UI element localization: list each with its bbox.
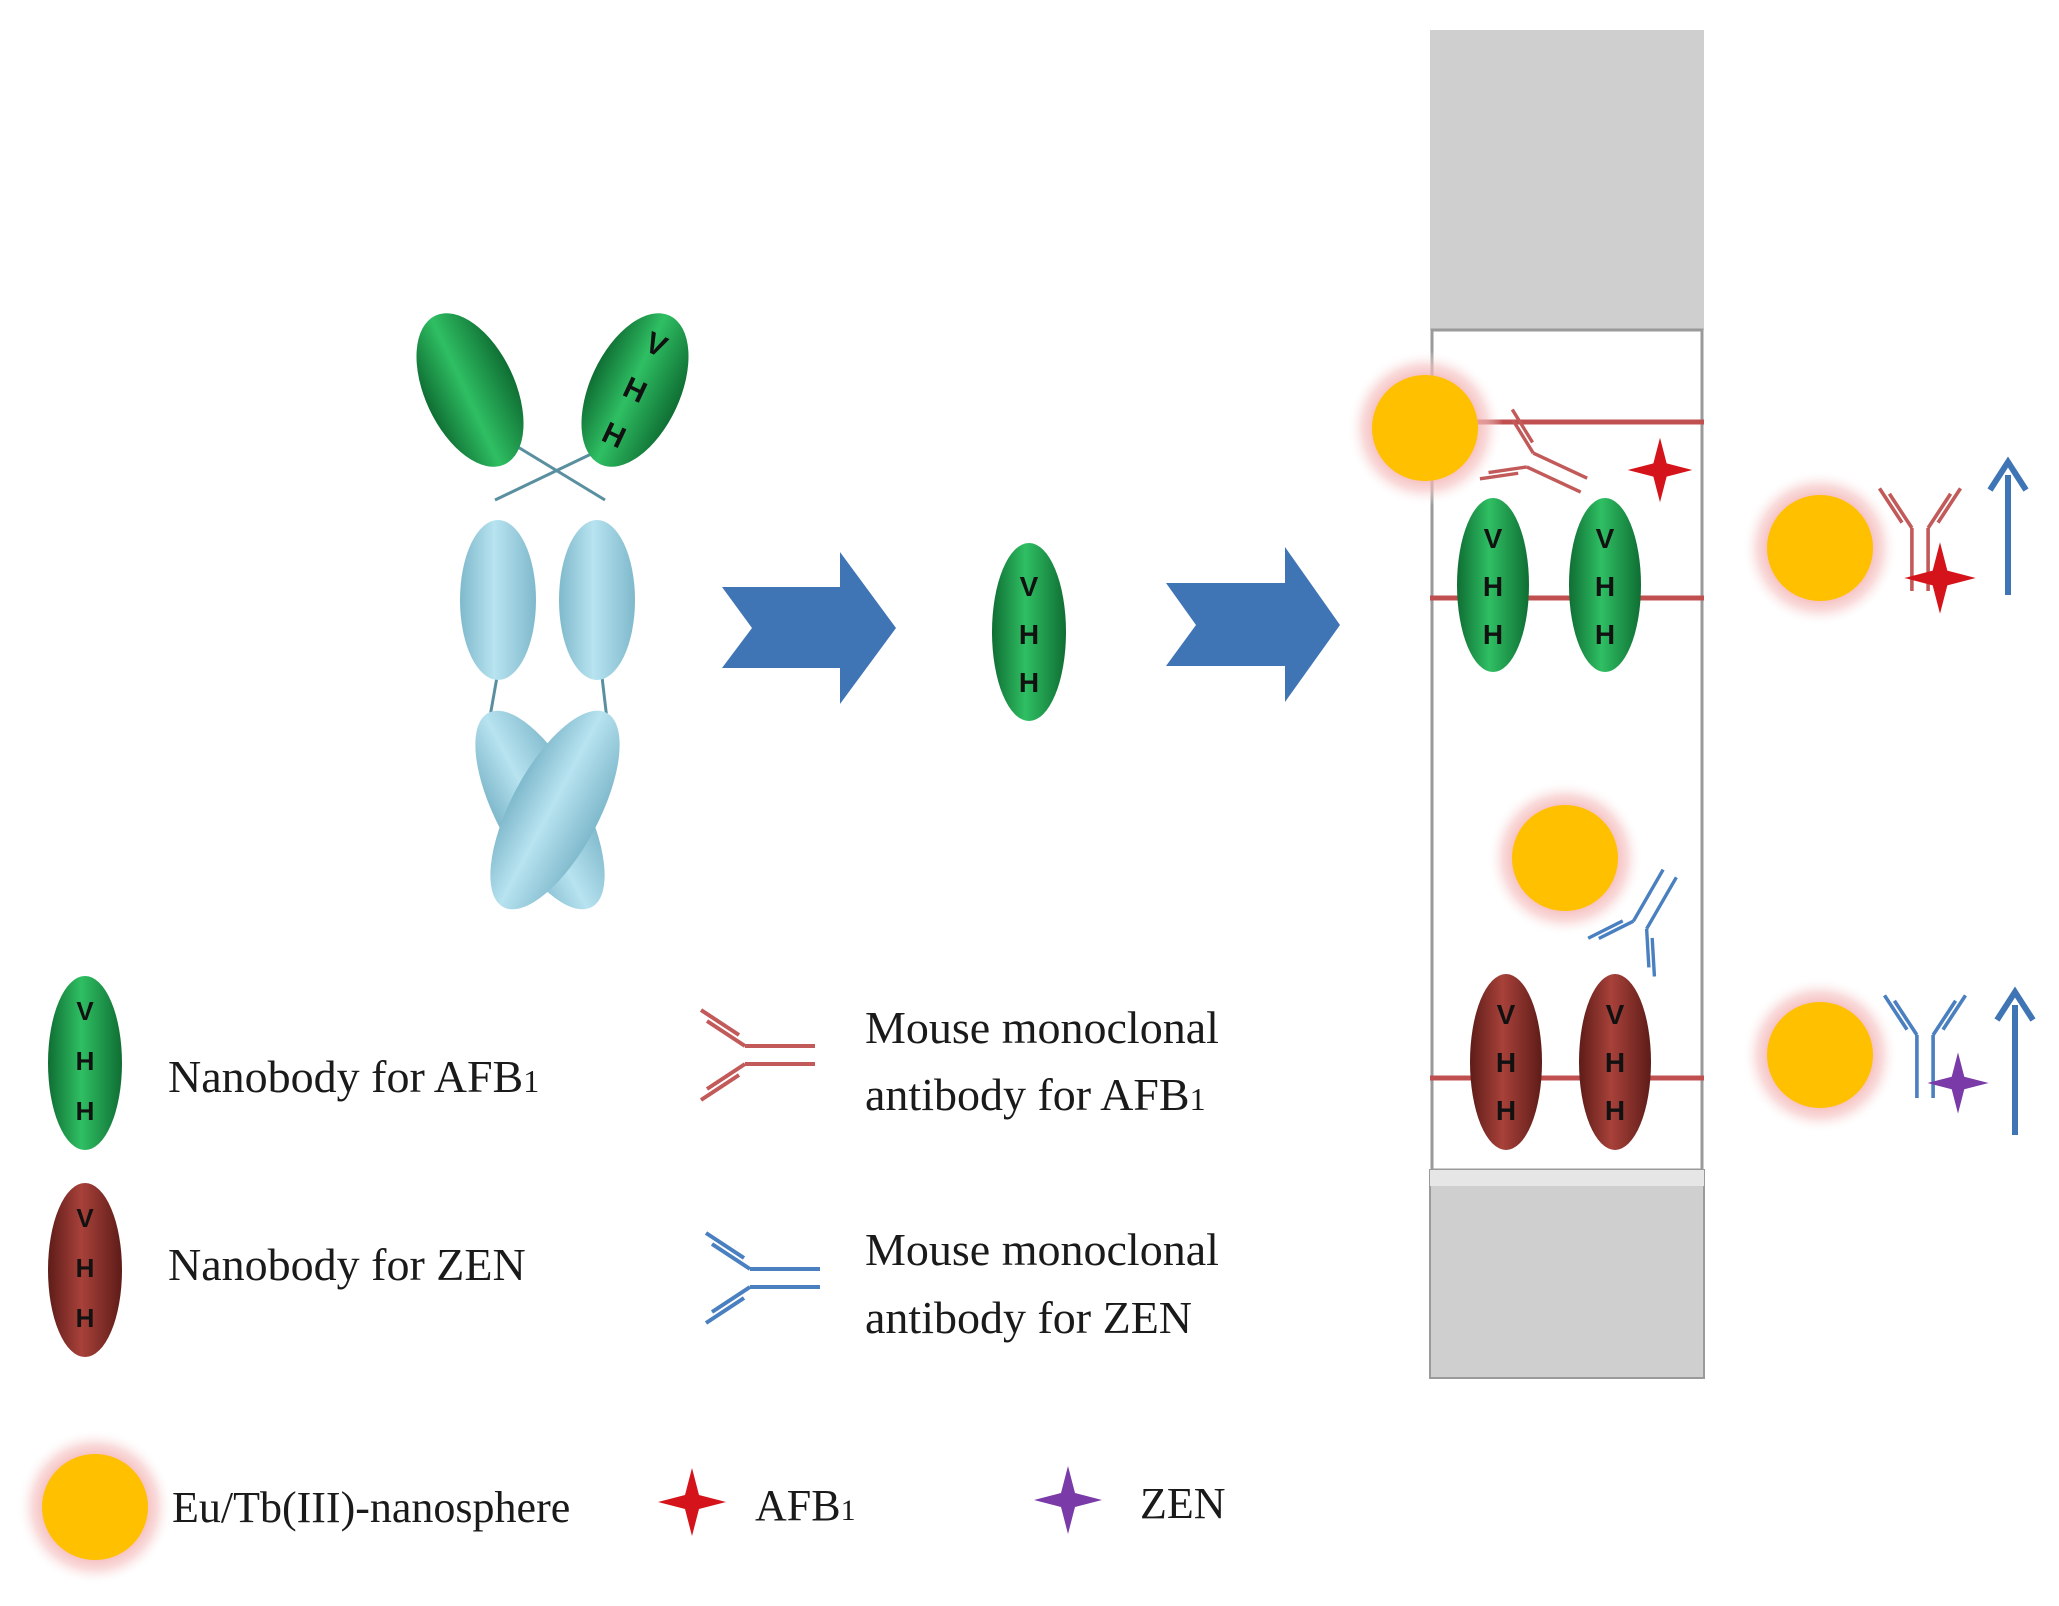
strip-vhh-d-v: V [1606, 999, 1625, 1030]
monoclonal-antibody-icon [699, 1008, 817, 1102]
legend-label-zen: ZEN [1140, 1479, 1226, 1528]
legend-item-mab-zen: Mouse monoclonal antibody for ZEN [704, 1224, 1219, 1343]
vhh-letter-v: V [1020, 571, 1039, 602]
process-arrow-icon [1166, 547, 1340, 702]
star-icon [1034, 1466, 1102, 1534]
legend-label-nanobody-zen: Nanobody for ZEN [168, 1239, 526, 1290]
legend-item-nanobody-afb1: V H H Nanobody for AFB1 [48, 976, 539, 1150]
strip-vhh-b-h2: H [1595, 619, 1615, 650]
strip-vhh-d-h1: H [1605, 1047, 1625, 1078]
legend-label-mab-zen-line2: antibody for ZEN [865, 1292, 1192, 1343]
vhh-nanobody-icon: V H H [1457, 498, 1529, 672]
legend-vhh-red-h1: H [76, 1253, 95, 1283]
legend-item-nanosphere: Eu/Tb(III)-nanosphere [17, 1429, 570, 1585]
vhh-letter-h2: H [1019, 667, 1039, 698]
star-icon [658, 1468, 726, 1536]
legend-vhh-red-h2: H [76, 1303, 95, 1333]
strip-vhh-a-h1: H [1483, 571, 1503, 602]
vhh-nanobody-icon: V H H [1579, 974, 1651, 1150]
vhh-nanobody-icon: V H H [1569, 498, 1641, 672]
legend-vhh-green-v: V [76, 996, 94, 1026]
strip-vhh-a-h2: H [1483, 619, 1503, 650]
monoclonal-antibody-icon [704, 1231, 822, 1325]
strip-vhh-c-v: V [1497, 999, 1516, 1030]
nanosphere-icon [1742, 977, 1898, 1133]
test-strip [1429, 30, 1705, 1379]
nanosphere-icon [17, 1429, 173, 1585]
vhh-letter-h1: H [1019, 619, 1039, 650]
legend-label-nanobody-afb1: Nanobody for AFB1 [168, 1051, 539, 1102]
igg-antibody-icon: V H H [416, 313, 689, 910]
star-icon [1927, 1052, 1989, 1114]
legend-vhh-green-h2: H [76, 1096, 95, 1126]
nanosphere-icon [1742, 470, 1898, 626]
legend-label-afb1: AFB1 [755, 1481, 856, 1530]
up-arrow-icon [1987, 456, 2029, 595]
legend-vhh-red-v: V [76, 1203, 94, 1233]
legend-item-zen: ZEN [1034, 1466, 1226, 1534]
star-icon [1904, 542, 1976, 614]
legend-vhh-green-h1: H [76, 1046, 95, 1076]
up-arrow-icon [1994, 986, 2036, 1135]
vhh-nanobody-icon: V H H [48, 1183, 122, 1357]
legend-label-mab-zen-line1: Mouse monoclonal [865, 1224, 1219, 1275]
legend-label-mab-afb1-line1: Mouse monoclonal [865, 1002, 1219, 1053]
legend-label-mab-afb1-line2: antibody for AFB1 [865, 1069, 1206, 1120]
legend-item-nanobody-zen: V H H Nanobody for ZEN [48, 1183, 526, 1357]
process-arrow-icon [722, 552, 896, 704]
legend-label-nanosphere: Eu/Tb(III)-nanosphere [172, 1483, 570, 1532]
vhh-nanobody-icon: V H H [1470, 974, 1542, 1150]
legend-item-mab-afb1: Mouse monoclonal antibody for AFB1 [699, 1002, 1219, 1120]
vhh-nanobody-icon: V H H [48, 976, 122, 1150]
strip-vhh-c-h1: H [1496, 1047, 1516, 1078]
strip-vhh-b-v: V [1596, 523, 1615, 554]
legend-item-afb1: AFB1 [658, 1468, 856, 1536]
strip-vhh-d-h2: H [1605, 1095, 1625, 1126]
nanosphere-icon [1347, 350, 1503, 506]
strip-vhh-b-h1: H [1595, 571, 1615, 602]
vhh-nanobody-icon: V H H [992, 543, 1066, 721]
nanosphere-icon [1487, 780, 1643, 936]
strip-vhh-c-h2: H [1496, 1095, 1516, 1126]
strip-vhh-a-v: V [1484, 523, 1503, 554]
